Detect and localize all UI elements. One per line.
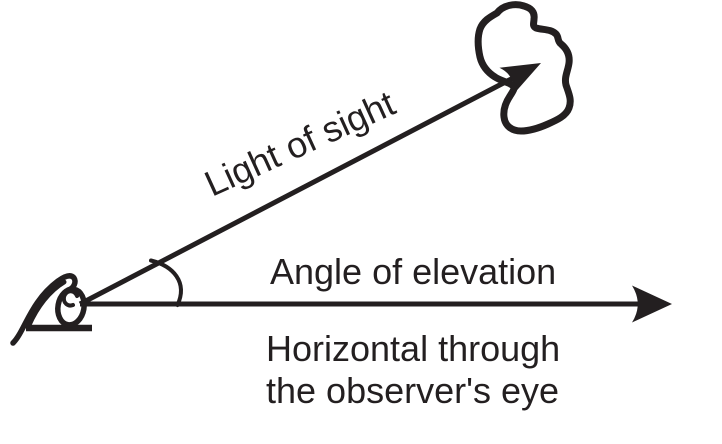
eye-pupil-curl xyxy=(61,289,79,308)
sight-line xyxy=(78,74,517,307)
line-of-sight-label: Light of sight xyxy=(198,82,401,204)
sight-arrowhead-icon xyxy=(499,63,541,95)
observer-eye-icon xyxy=(10,273,92,346)
angle-of-elevation-label: Angle of elevation xyxy=(270,251,556,292)
eye-brow-arc xyxy=(10,273,78,346)
target-object-outline-icon xyxy=(474,1,574,135)
angle-arc xyxy=(149,258,183,307)
line-of-sight-arrow xyxy=(78,63,541,307)
horizontal-label-line1: Horizontal through xyxy=(266,328,560,369)
horizontal-label-line2: the observer's eye xyxy=(266,370,559,411)
eye-inner-lid xyxy=(26,279,67,328)
eye-iris xyxy=(55,286,87,328)
horizontal-arrowhead-icon xyxy=(632,285,672,323)
horizontal-arrow xyxy=(80,285,672,323)
